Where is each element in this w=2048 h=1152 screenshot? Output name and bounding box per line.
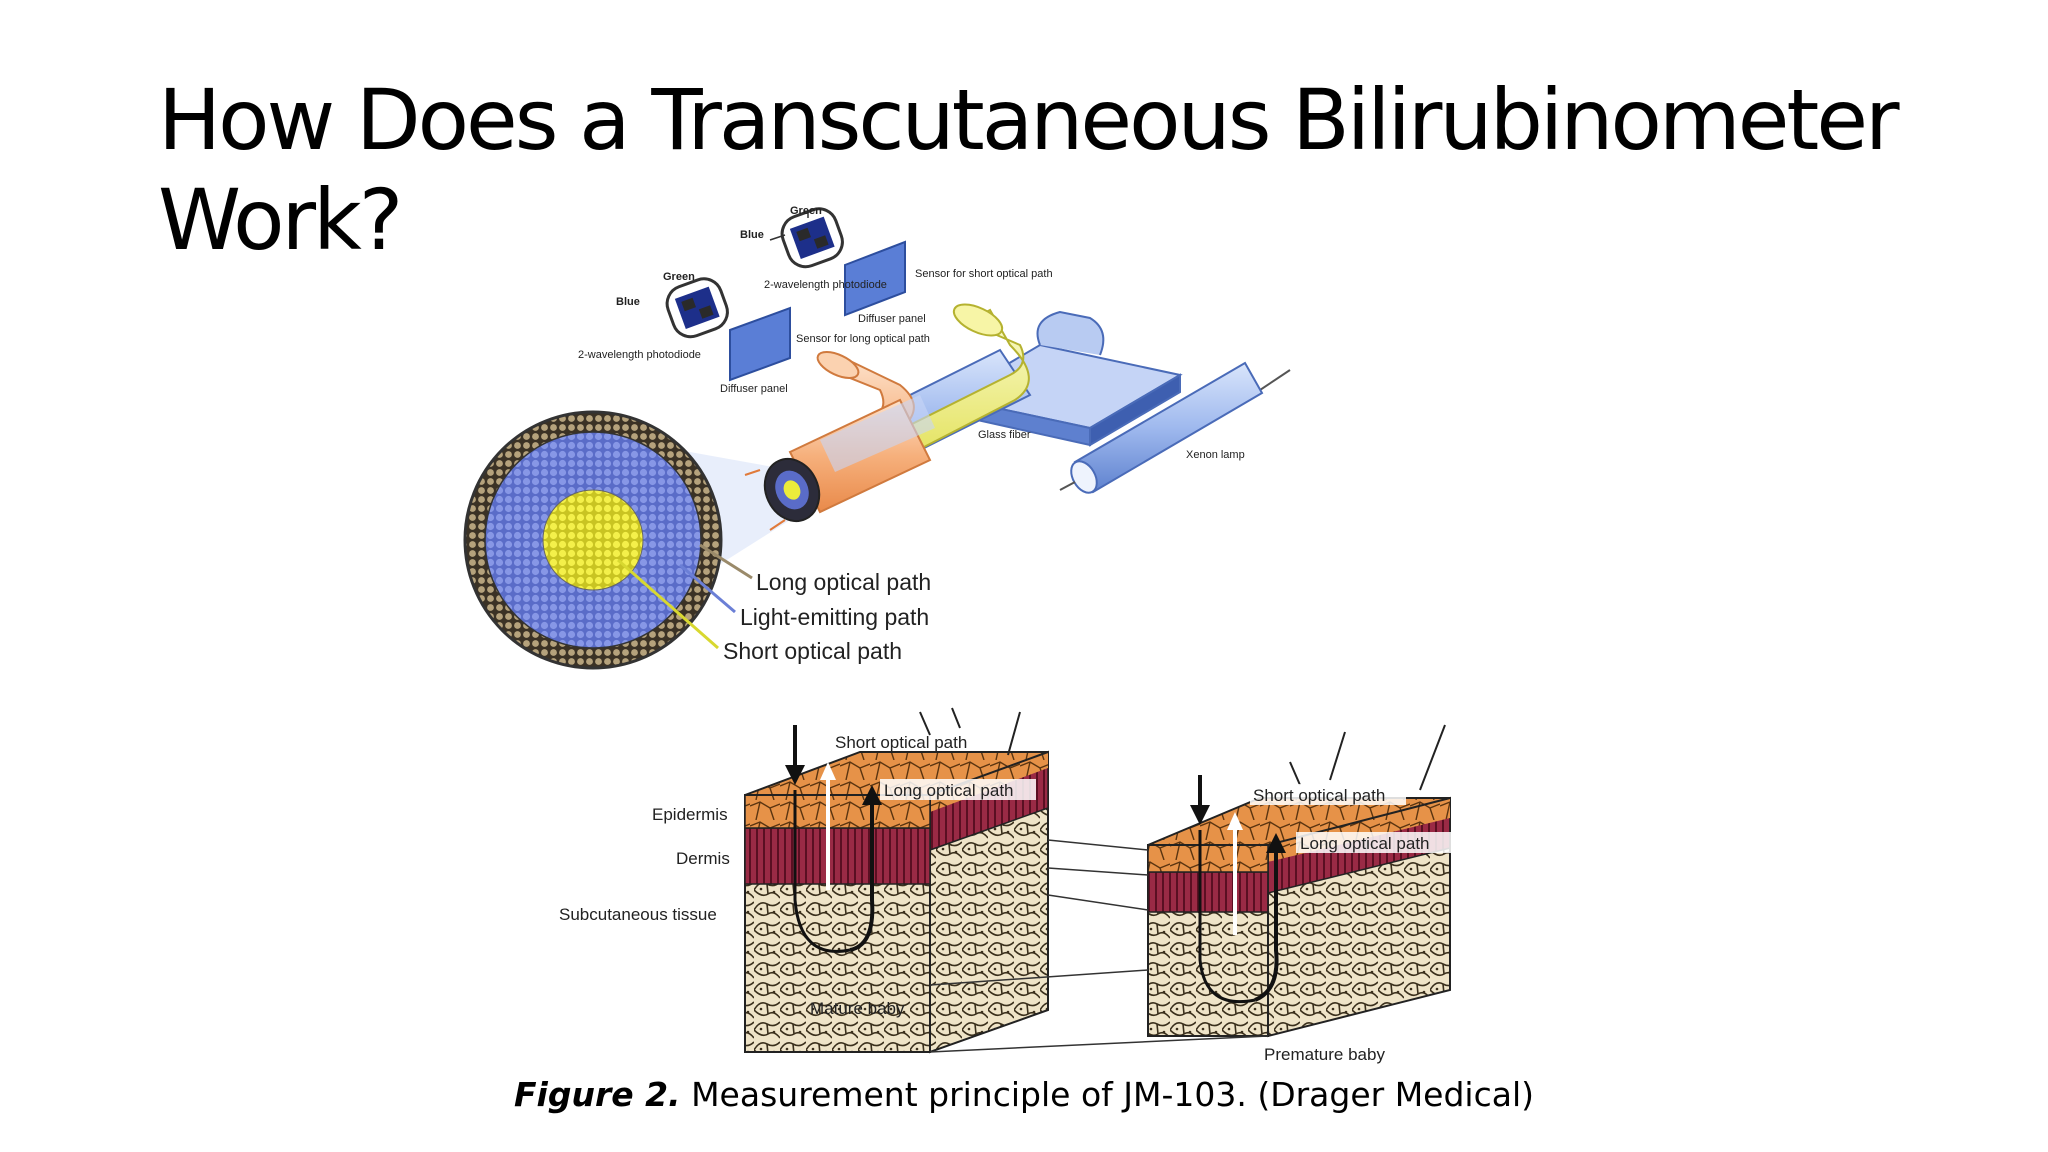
- skin-block-mature: Short optical path Long optical path: [744, 707, 1049, 1054]
- diffuser-panel-left: [729, 306, 791, 382]
- skin-block-premature: Short optical path Long optical path: [1147, 724, 1452, 1038]
- label-diffuser-top: Diffuser panel: [858, 313, 926, 325]
- label-subcutaneous-tissue: Subcutaneous tissue: [559, 905, 717, 924]
- label-xenon-lamp: Xenon lamp: [1186, 449, 1245, 461]
- label-sensor-long: Sensor for long optical path: [796, 333, 930, 345]
- label-glass-fiber: Glass fiber: [978, 429, 1031, 441]
- legend-long-optical-path: Long optical path: [756, 569, 931, 595]
- label-premature-baby: Premature baby: [1264, 1045, 1385, 1064]
- label-blue-left: Blue: [616, 296, 640, 308]
- caption-lead: Figure 2.: [513, 1075, 681, 1114]
- probe-cylinder: [744, 395, 935, 531]
- legend-short-optical-path: Short optical path: [723, 638, 902, 664]
- label-green-left: Green: [663, 271, 695, 283]
- label-long-path-premature: Long optical path: [1300, 834, 1430, 853]
- slide-title: How Does a Transcutaneous Bilirubinomete…: [158, 71, 1900, 269]
- label-green-top: Green: [790, 205, 822, 217]
- label-sensor-short: Sensor for short optical path: [915, 268, 1053, 280]
- label-mature-baby: Mature baby: [810, 999, 905, 1018]
- label-short-path-mature: Short optical path: [835, 733, 967, 752]
- label-short-path-premature: Short optical path: [1253, 786, 1385, 805]
- label-photodiode-top: 2-wavelength photodiode: [764, 279, 887, 291]
- photodiode-left: [665, 277, 729, 339]
- xenon-lamp: [1059, 361, 1291, 494]
- label-photodiode-left: 2-wavelength photodiode: [578, 349, 701, 361]
- caption-text: Measurement principle of JM-103. (Drager…: [680, 1075, 1535, 1114]
- diffuser-panel-top: [844, 240, 906, 317]
- label-dermis: Dermis: [676, 849, 730, 868]
- label-blue-top: Blue: [740, 229, 764, 241]
- comparison-lines: [929, 839, 1269, 1053]
- fiber-cross-section: Long optical path Light-emitting path Sh…: [463, 410, 931, 670]
- label-long-path-mature: Long optical path: [884, 781, 1014, 800]
- label-diffuser-left: Diffuser panel: [720, 383, 788, 395]
- photodiode-top: [769, 207, 844, 269]
- legend-light-emitting-path: Light-emitting path: [740, 604, 929, 630]
- figure-caption: Figure 2. Measurement principle of JM-10…: [0, 1075, 2048, 1114]
- label-epidermis: Epidermis: [652, 805, 728, 824]
